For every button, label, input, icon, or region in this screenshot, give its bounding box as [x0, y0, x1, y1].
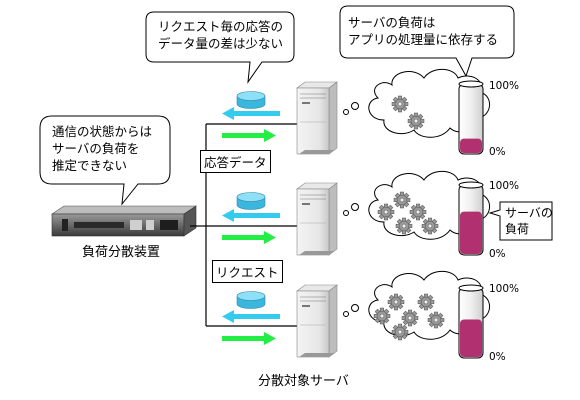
bubble-state: [39, 115, 171, 206]
server-3: [296, 284, 338, 358]
gauge-3-top-label: 100%: [489, 283, 520, 295]
request-arrow-2: [222, 231, 276, 244]
gauge-1-bottom-label: 0%: [489, 146, 506, 158]
response-arrow-1: [222, 107, 280, 120]
bubble-load: [339, 5, 515, 78]
target-servers-label: 分散対象サーバ: [258, 374, 349, 389]
load-balancer-device: [51, 205, 197, 237]
request-arrow-1: [222, 129, 276, 142]
load-gauge-fill-3: [460, 319, 482, 357]
server-load-label: サーバの 負荷: [505, 206, 553, 236]
load-balancer-label: 負荷分散装置: [82, 245, 161, 260]
load-gauge-3: [458, 284, 484, 359]
load-gauge-2: [458, 181, 484, 256]
processing-cloud-3: [343, 270, 491, 341]
gauge-2-top-label: 100%: [489, 180, 520, 192]
processing-cloud-1: [343, 68, 491, 138]
server-2: [296, 182, 338, 256]
bubble-state-text: 通信の状態からは サーバの負荷を 推定できない: [52, 124, 153, 173]
processing-cloud-2: [343, 170, 491, 240]
data-disk-2: [236, 192, 266, 210]
response-arrow-3: [222, 310, 280, 323]
data-disk-3: [236, 291, 266, 309]
load-gauge-fill-1: [460, 138, 482, 153]
bubble-load-text: サーバの負荷は アプリの処理量に依存する: [348, 15, 499, 47]
load-gauge-1: [458, 80, 484, 155]
gauge-2-bottom-label: 0%: [489, 248, 506, 260]
bubble-response-text: リクエスト毎の応答の データ量の差は少ない: [158, 19, 284, 51]
server-load-callout-frame: [488, 201, 553, 241]
request-arrow-3: [222, 332, 276, 345]
response-arrow-2: [222, 209, 280, 222]
load-gauge-fill-2: [460, 211, 482, 254]
server-1: [296, 81, 338, 155]
request-label: リクエスト: [212, 260, 283, 283]
response-data-label: 応答データ: [200, 150, 271, 173]
gauge-3-bottom-label: 0%: [489, 351, 506, 363]
bubble-response: [145, 11, 295, 84]
data-disk-1: [236, 91, 266, 109]
gauge-1-top-label: 100%: [489, 80, 520, 92]
